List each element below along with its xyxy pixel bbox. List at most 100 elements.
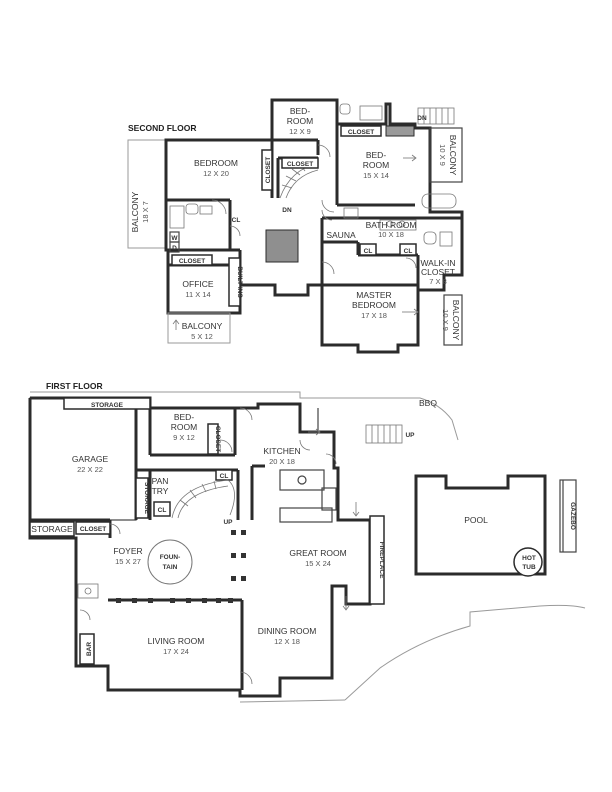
dining-room-dim: 12 X 18 [274, 637, 300, 646]
bath-room-label: BATH ROOM [366, 220, 417, 230]
balcony-office-dim: 5 X 12 [191, 332, 213, 341]
bedroom-main-dim: 12 X 20 [203, 169, 229, 178]
garage-dim: 22 X 22 [77, 465, 103, 474]
arrows-first [308, 428, 360, 611]
balcony-left-dim: 18 X 7 [141, 201, 150, 223]
closet-label-3: CLOSET [265, 157, 272, 183]
balcony-office-label: BALCONY [182, 321, 223, 331]
dryer-label: D [172, 245, 177, 252]
property-outline [30, 391, 586, 703]
kitchen-label: KITCHEN [263, 446, 300, 456]
balcony-top-right [429, 127, 463, 183]
balcony-bottom-right-label: BALCONY [451, 300, 461, 341]
closet-label-4: CLOSET [179, 258, 205, 265]
fountain-label-2: TAIN [163, 564, 178, 571]
bedroom-first-label-1: BED- [174, 412, 194, 422]
closet-first-tag [75, 521, 111, 535]
pantry-label-1: PAN [152, 476, 169, 486]
cl-tag-3 [399, 243, 417, 256]
dining-room-label: DINING ROOM [258, 626, 317, 636]
cl-first-1-label: CL [220, 473, 229, 480]
hot-tub-label-2: TUB [522, 564, 536, 571]
stairs-first-floor [171, 479, 235, 519]
cl-label-3: CL [404, 248, 413, 255]
balcony-left-label: BALCONY [130, 191, 140, 232]
bbq-label: BBQ [419, 398, 437, 408]
storage-top-label: STORAGE [91, 402, 124, 409]
storage-bottom-tag [29, 521, 75, 537]
cl-tag-2 [359, 243, 377, 256]
storage-side-label: STORAGE [143, 482, 150, 515]
first-floor-interior-walls [30, 396, 265, 690]
bedroom-first-dim: 9 X 12 [173, 433, 195, 442]
bedroom-first-label-2: ROOM [171, 422, 197, 432]
second-floor-outer-walls [164, 98, 464, 354]
living-room-dim: 17 X 24 [163, 647, 189, 656]
office-label: OFFICE [182, 279, 213, 289]
closet-tag-1 [340, 125, 382, 137]
fireplace-tag [369, 515, 385, 605]
walk-in-closet-dim: 7 X 8 [429, 277, 447, 286]
foyer-label: FOYER [113, 546, 142, 556]
bedroom-right-dim: 15 X 14 [363, 171, 389, 180]
fountain [147, 539, 193, 585]
pool [414, 474, 547, 576]
closet-dark [385, 125, 415, 137]
stairs-dn: DN [282, 207, 292, 214]
cl-label-2: CL [364, 248, 373, 255]
hot-tub-label-1: HOT [522, 555, 536, 562]
balcony-top-right-label: BALCONY [448, 135, 458, 176]
closet-tag-2 [281, 157, 319, 169]
hot-tub [513, 547, 543, 577]
powder-room [77, 583, 99, 599]
master-bedroom-label-1: MASTER [356, 290, 391, 300]
stairs-top-right [417, 107, 455, 125]
dryer [169, 241, 180, 253]
fireplace-label: FIREPLACE [378, 542, 385, 580]
gazebo-label: GAZEBO [569, 502, 576, 530]
master-bedroom-dim: 17 X 18 [361, 311, 387, 320]
kitchen-dim: 20 X 18 [269, 457, 295, 466]
garage-label: GARAGE [72, 454, 109, 464]
door-swings-first [79, 407, 337, 685]
foyer-dim: 15 X 27 [115, 557, 141, 566]
closet-bedroom-label: CLOSET [214, 426, 221, 452]
door-swings-second [211, 144, 417, 275]
balcony-bottom-right-dim: 10 X 9 [441, 309, 450, 331]
bath-room-dim: 10 X 18 [378, 230, 404, 239]
closet-label-1: CLOSET [348, 129, 374, 136]
arrows-second [172, 154, 419, 330]
balcony-office [167, 312, 231, 344]
second-floor-title: SECOND FLOOR [128, 123, 196, 133]
bedroom-right-label-1: BED- [366, 150, 386, 160]
closet-first-label: CLOSET [80, 526, 106, 533]
built-ins-tag [228, 257, 241, 307]
sauna-label: SAUNA [326, 230, 356, 240]
storage-bottom-label: STORAGE [31, 524, 73, 534]
bedroom-top-dim: 12 X 9 [289, 127, 311, 136]
bar-label: BAR [86, 642, 93, 656]
cl-first-2-tag [153, 501, 171, 517]
pantry-label-2: TRY [152, 486, 169, 496]
outdoor-stairs-up: UP [405, 432, 415, 439]
storage-top-tag [63, 397, 151, 410]
storage-side-tag [135, 477, 149, 519]
walk-in-closet-label-1: WALK-IN [420, 258, 455, 268]
built-ins-label: BUILT-INS [236, 266, 243, 298]
washer-label: W [171, 235, 178, 242]
skylight [265, 229, 299, 263]
great-room-label: GREAT ROOM [289, 548, 346, 558]
living-room-label: LIVING ROOM [148, 636, 205, 646]
master-bedroom-label-2: BEDROOM [352, 300, 396, 310]
closet-tag-3 [261, 149, 273, 191]
columns [116, 530, 246, 603]
cl-first-1-tag [215, 469, 233, 481]
cl-label-1: CL [232, 217, 241, 224]
first-floor-title: FIRST FLOOR [46, 381, 103, 391]
closet-tag-4 [171, 254, 213, 266]
closet-label-2: CLOSET [287, 161, 313, 168]
walk-in-closet-label-2: CLOSET [421, 267, 455, 277]
stairs-top-right-dn: DN [417, 115, 427, 122]
bedroom-top-label-2: ROOM [287, 116, 313, 126]
